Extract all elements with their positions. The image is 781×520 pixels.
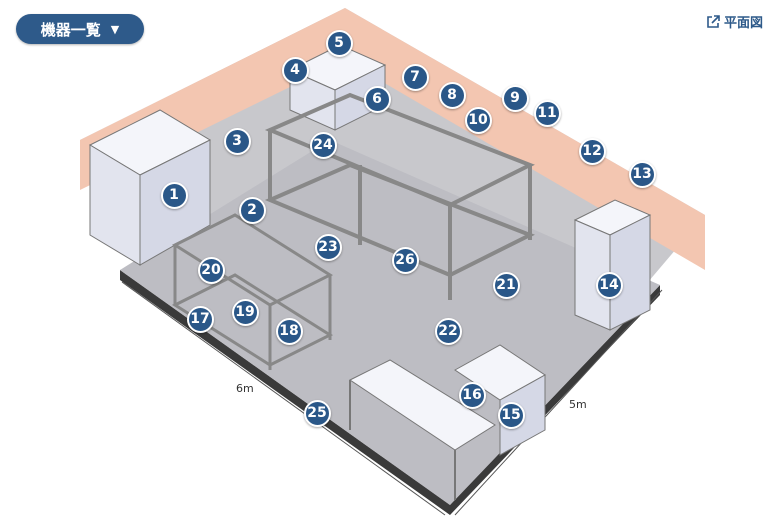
- equipment-4-5-cabinets: [288, 44, 387, 131]
- chevron-down-icon: ▼: [110, 22, 120, 36]
- equipment-marker-21[interactable]: 21: [492, 271, 520, 299]
- equipment-marker-14[interactable]: 14: [595, 271, 623, 299]
- menu-label: 機器一覧: [40, 20, 101, 39]
- equipment-marker-5[interactable]: 5: [325, 29, 353, 57]
- depth-dimension-label: 5m: [569, 398, 587, 411]
- equipment-marker-15[interactable]: 15: [497, 401, 525, 429]
- equipment-marker-12[interactable]: 12: [578, 137, 606, 165]
- floor-plan-label: 平面図: [723, 16, 763, 31]
- equipment-marker-4[interactable]: 4: [281, 56, 309, 84]
- equipment-marker-11[interactable]: 11: [533, 99, 561, 127]
- equipment-marker-2[interactable]: 2: [238, 196, 266, 224]
- equipment-marker-23[interactable]: 23: [314, 233, 342, 261]
- equipment-marker-19[interactable]: 19: [231, 298, 259, 326]
- dimension-line-width: [121, 281, 446, 516]
- external-link-icon: [707, 14, 720, 28]
- equipment-marker-26[interactable]: 26: [391, 246, 419, 274]
- floor-plan-link[interactable]: 平面図: [706, 12, 763, 31]
- equipment-marker-18[interactable]: 18: [275, 317, 303, 345]
- equipment-marker-10[interactable]: 10: [464, 106, 492, 134]
- equipment-marker-25[interactable]: 25: [303, 399, 331, 427]
- floor-edge-right: [450, 285, 660, 515]
- equipment-marker-1[interactable]: 1: [160, 181, 188, 209]
- equipment-14-fridge: [573, 199, 652, 331]
- equipment-marker-3[interactable]: 3: [223, 127, 251, 155]
- equipment-marker-17[interactable]: 17: [186, 305, 214, 333]
- equipment-frame-structure: [264, 92, 535, 300]
- equipment-marker-8[interactable]: 8: [438, 81, 466, 109]
- equipment-marker-9[interactable]: 9: [501, 84, 529, 112]
- equipment-marker-24[interactable]: 24: [309, 131, 337, 159]
- equipment-marker-6[interactable]: 6: [363, 85, 391, 113]
- width-dimension-label: 6m: [236, 382, 254, 395]
- dimension-line-depth: [454, 289, 663, 516]
- equipment-marker-16[interactable]: 16: [458, 381, 486, 409]
- equipment-list-menu-button[interactable]: 機器一覧 ▼: [16, 14, 144, 44]
- equipment-marker-20[interactable]: 20: [197, 256, 225, 284]
- equipment-marker-7[interactable]: 7: [401, 63, 429, 91]
- equipment-25-bench: [349, 359, 496, 500]
- equipment-marker-22[interactable]: 22: [434, 317, 462, 345]
- equipment-marker-13[interactable]: 13: [628, 160, 656, 188]
- equipment-17-20-racks: [171, 213, 334, 370]
